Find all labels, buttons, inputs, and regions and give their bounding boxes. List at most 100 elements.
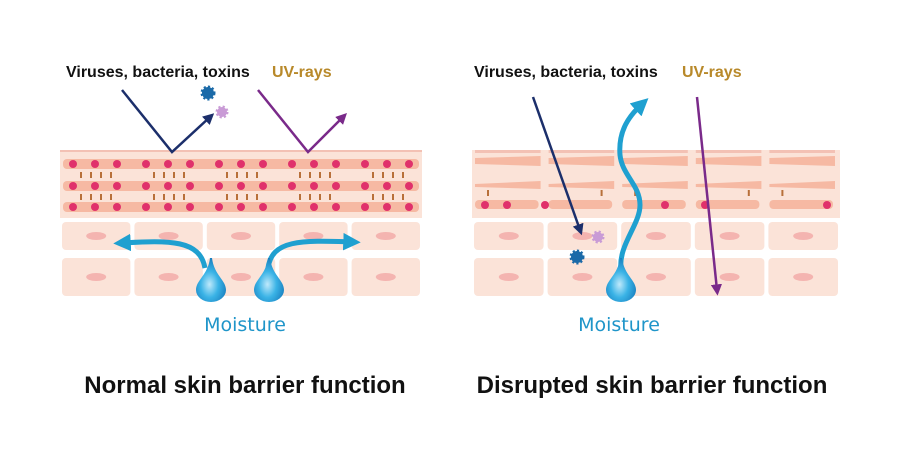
broken-layer [622,181,688,189]
corneocyte-dot [823,201,831,209]
moisture-droplet-icon [254,258,284,302]
corneocyte-dot [142,160,150,168]
corneocyte-dot [113,160,121,168]
lipid-link [392,194,394,200]
corneocyte-dot [237,182,245,190]
cell-nucleus [572,232,593,240]
lipid-link [90,172,92,178]
moisture-droplet-icon [606,258,636,302]
cell-nucleus [498,232,519,240]
corneocyte-dot [405,182,413,190]
corneocyte-dot [237,203,245,211]
corneocyte-dot [164,160,172,168]
uv-label: UV-rays [272,64,332,81]
disrupted-barrier-panel: Viruses, bacteria, toxins UV-rays Moistu… [472,64,840,399]
lipid-link [299,194,301,200]
skin-layers [60,150,422,296]
lipid-link [226,172,228,178]
lipid-link [110,194,112,200]
lipid-link [781,190,784,196]
skin-surface [622,150,688,153]
lipid-link [372,172,374,178]
corneocyte-dot [186,182,194,190]
threat-label: Viruses, bacteria, toxins [66,64,250,81]
corneocyte-dot [164,182,172,190]
corneocyte-dot [259,182,267,190]
lipid-link [319,194,321,200]
lipid-link [236,172,238,178]
corneocyte-dot [91,160,99,168]
lipid-link [600,190,603,196]
corneocyte-dot [142,203,150,211]
lipid-band [769,200,833,209]
corneocyte-dot [164,203,172,211]
moisture-arrow-left [113,233,208,269]
corneocyte-dot [383,182,391,190]
lipid-link [173,172,175,178]
corneocyte-dot [215,160,223,168]
lipid-link [153,172,155,178]
cell-nucleus [572,273,593,281]
corneocyte-dot [361,203,369,211]
threat-label: Viruses, bacteria, toxins [474,64,658,81]
lipid-link [110,172,112,178]
corneocyte-dot [361,160,369,168]
uv-penetrate-arrow [695,96,723,296]
moisture-droplet-icon [196,258,226,302]
lipid-link [392,172,394,178]
bacteria-icon [591,230,605,244]
moisture-label: Moisture [578,314,660,336]
corneocyte-dot [310,182,318,190]
cell-nucleus [375,232,396,240]
broken-layer [769,181,835,189]
cell-nucleus [793,273,814,281]
cell-nucleus [303,232,324,240]
corneocyte-dot [91,203,99,211]
lipid-link [747,190,750,196]
lipid-link [402,172,404,178]
uv-label: UV-rays [682,64,742,81]
broken-layer [475,181,541,189]
cell-nucleus [158,273,179,281]
corneocyte-dot [259,160,267,168]
panel-title: Disrupted skin barrier function [477,372,828,399]
lipid-link [173,194,175,200]
cell-nucleus [86,232,107,240]
corneocyte-dot [69,182,77,190]
cell-nucleus [158,232,179,240]
lipid-band [695,200,760,209]
corneocyte-dot [113,203,121,211]
moisture-escape-arrow [617,98,649,271]
corneocyte-dot [332,160,340,168]
corneocyte-dot [215,182,223,190]
corneocyte-dot [69,160,77,168]
corneocyte-dot [113,182,121,190]
lipid-link [163,172,165,178]
lipid-link [246,194,248,200]
skin-surface [548,150,615,153]
broken-layer [695,181,762,189]
corneocyte-dot [142,182,150,190]
lipid-link [319,172,321,178]
broken-layer [622,156,688,166]
cell-nucleus [303,273,324,281]
lipid-link [309,194,311,200]
panel-title: Normal skin barrier function [84,372,405,399]
virus-icon [569,249,585,265]
corneocyte-dot [383,160,391,168]
broken-layer [548,156,615,166]
lipid-link [236,194,238,200]
lipid-link [487,190,489,196]
lipid-link [163,194,165,200]
cell-nucleus [86,273,107,281]
corneocyte-dot [361,182,369,190]
lipid-link [329,194,331,200]
broken-layer [769,156,835,166]
corneocyte-dot [332,203,340,211]
lipid-link [299,172,301,178]
lipid-link [226,194,228,200]
lipid-link [382,194,384,200]
lipid-link [329,172,331,178]
cell-nucleus [793,232,814,240]
